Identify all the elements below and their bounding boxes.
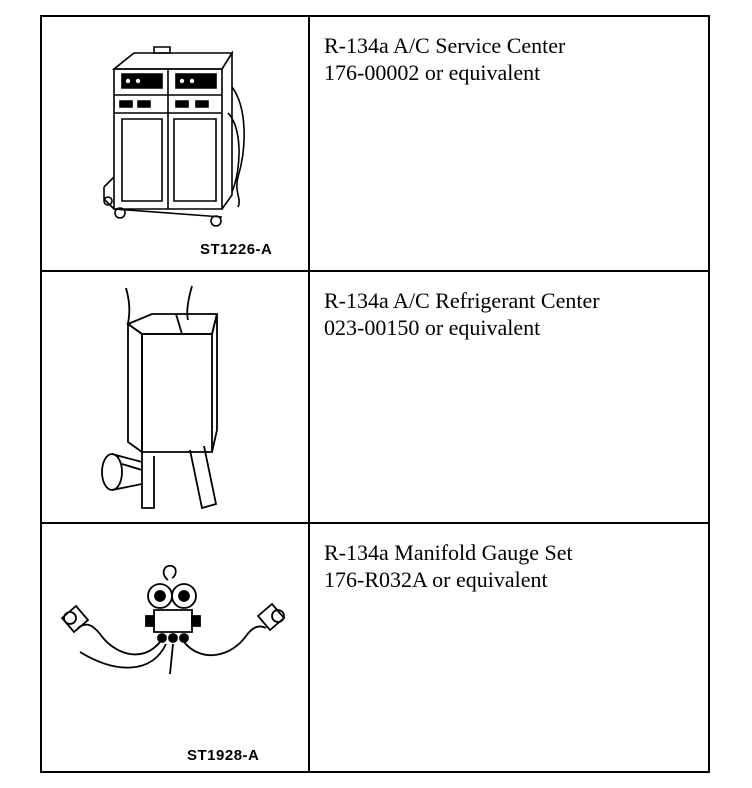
item-description: R-134a Manifold Gauge Set 176-R032A or e… bbox=[324, 539, 573, 593]
item-description: R-134a A/C Service Center 176-00002 or e… bbox=[324, 32, 565, 86]
description-cell: R-134a A/C Refrigerant Center 023-00150 … bbox=[310, 272, 708, 522]
item-part-number: 176-R032A or equivalent bbox=[324, 567, 548, 592]
figure-code: ST1226-A bbox=[200, 241, 273, 258]
item-part-number: 176-00002 or equivalent bbox=[324, 60, 541, 85]
manifold-gauge-set-illustration bbox=[42, 524, 308, 771]
item-description: R-134a A/C Refrigerant Center 023-00150 … bbox=[324, 287, 600, 341]
table-row: ST1226-A R-134a A/C Service Center 176-0… bbox=[42, 17, 708, 272]
refrigerant-center-illustration bbox=[42, 272, 308, 522]
equipment-table: ST1226-A R-134a A/C Service Center 176-0… bbox=[40, 15, 710, 773]
table-row: R-134a A/C Refrigerant Center 023-00150 … bbox=[42, 272, 708, 524]
image-cell: ST1226-A bbox=[42, 17, 310, 270]
item-name: R-134a A/C Refrigerant Center bbox=[324, 288, 600, 313]
item-name: R-134a A/C Service Center bbox=[324, 33, 566, 58]
description-cell: R-134a A/C Service Center 176-00002 or e… bbox=[310, 17, 708, 270]
figure-code: ST1928-A bbox=[187, 747, 260, 764]
item-part-number: 023-00150 or equivalent bbox=[324, 315, 541, 340]
table-row: ST1928-A R-134a Manifold Gauge Set 176-R… bbox=[42, 524, 708, 771]
item-name: R-134a Manifold Gauge Set bbox=[324, 540, 573, 565]
ac-service-center-illustration bbox=[42, 17, 308, 270]
image-cell: ST1928-A bbox=[42, 524, 310, 771]
description-cell: R-134a Manifold Gauge Set 176-R032A or e… bbox=[310, 524, 708, 771]
image-cell bbox=[42, 272, 310, 522]
